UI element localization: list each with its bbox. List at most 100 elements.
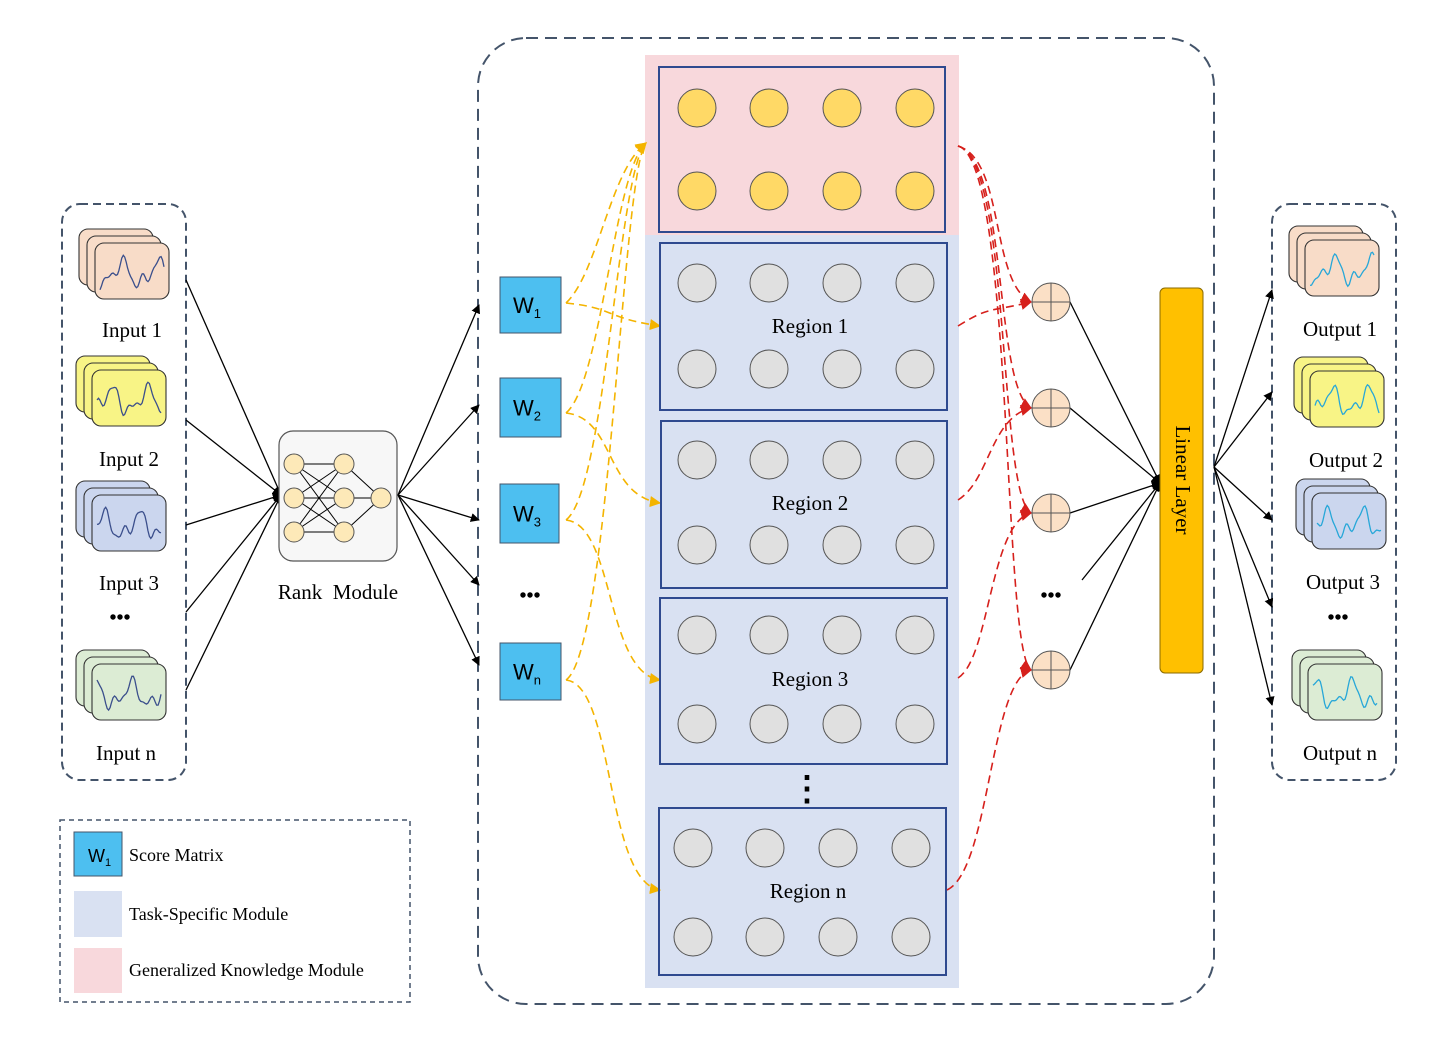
adder-to-linear-arrow xyxy=(1069,407,1161,484)
region-1-label: Region 1 xyxy=(772,314,848,338)
weight-to-knowledge-flow xyxy=(565,142,647,681)
input-n-stack xyxy=(75,649,167,721)
input-to-rank-arrow xyxy=(185,493,282,526)
region-node xyxy=(677,615,717,655)
score-matrix-label: Wn xyxy=(513,660,541,688)
score-matrix-letter: W xyxy=(513,660,534,685)
rank-net-node xyxy=(333,521,355,543)
legend-w-symbol: W1 xyxy=(88,846,111,869)
rank-net-node xyxy=(333,453,355,475)
region-node xyxy=(818,917,858,957)
input-ellipsis: ••• xyxy=(109,607,130,629)
score-matrix-subscript: 1 xyxy=(534,306,541,321)
main-model-frame xyxy=(477,37,1215,1005)
rank-net-node xyxy=(283,521,305,543)
score-matrix-w1: W1 xyxy=(499,276,562,334)
region-node xyxy=(895,440,935,480)
input-stacks xyxy=(75,228,170,721)
output-3-stack-waveform xyxy=(1316,504,1382,540)
legend-frame xyxy=(59,819,411,1003)
score-matrix-subscript: 3 xyxy=(534,515,541,530)
region-node xyxy=(822,615,862,655)
region-node xyxy=(673,917,713,957)
score-matrix-wn: Wn xyxy=(499,642,562,701)
region-block xyxy=(659,242,948,411)
region-to-adder-flow xyxy=(957,404,1033,501)
region-node xyxy=(677,525,717,565)
output-stacks xyxy=(1288,225,1387,721)
output-3-label: Output 3 xyxy=(1306,570,1380,594)
region-node xyxy=(895,615,935,655)
knowledge-to-adder-flow xyxy=(957,145,1032,671)
rank-to-weight-arrow xyxy=(397,304,480,496)
region-to-adder-flow xyxy=(957,509,1033,679)
region-node xyxy=(745,828,785,868)
region-node xyxy=(822,704,862,744)
knowledge-to-adder-flow xyxy=(957,145,1032,514)
legend-w-subscript: 1 xyxy=(105,857,111,869)
output-1-stack-waveform xyxy=(1309,251,1375,288)
output-2-stack-waveform xyxy=(1314,383,1380,415)
legend-task-specific-swatch xyxy=(74,891,122,937)
score-matrix-subscript: 2 xyxy=(534,409,541,424)
region-node xyxy=(891,917,931,957)
knowledge-to-adder-flow xyxy=(957,145,1033,303)
input-2-stack xyxy=(75,355,167,427)
weight-to-region-flow xyxy=(565,519,662,685)
adder-node xyxy=(1031,388,1071,428)
region-node xyxy=(677,440,717,480)
legend-score-matrix-label: Score Matrix xyxy=(129,845,223,865)
output-n-label: Output n xyxy=(1303,741,1378,765)
task-specific-module xyxy=(645,235,959,988)
knowledge-node xyxy=(822,88,862,128)
region-node xyxy=(895,704,935,744)
linear-to-output-arrow xyxy=(1213,289,1274,468)
regions xyxy=(658,66,948,976)
output-3-stack-sheet xyxy=(1311,492,1387,550)
input-1-stack-waveform xyxy=(99,254,165,291)
region-node xyxy=(895,349,935,389)
input-to-rank-arrow xyxy=(185,494,282,691)
input-2-label: Input 2 xyxy=(99,447,159,471)
adder-node xyxy=(1031,282,1071,322)
adder-to-linear-arrow xyxy=(1081,482,1161,581)
region-node xyxy=(822,440,862,480)
legend-generalized-knowledge-swatch xyxy=(74,948,122,993)
region-node xyxy=(891,828,931,868)
score-matrix-subscript: n xyxy=(534,673,541,688)
input-3-label: Input 3 xyxy=(99,571,159,595)
score-matrix-box xyxy=(499,276,562,334)
rank-net-node xyxy=(370,487,392,509)
region-node xyxy=(677,349,717,389)
output-3-stack xyxy=(1295,478,1387,550)
input-3-stack-waveform xyxy=(96,506,162,540)
weight-to-knowledge-flow xyxy=(565,142,647,304)
adder-node xyxy=(1031,493,1071,533)
region-to-adder-flow xyxy=(946,666,1033,891)
region-node xyxy=(749,704,789,744)
knowledge-node xyxy=(677,171,717,211)
adder-node xyxy=(1031,650,1071,690)
score-matrix-box xyxy=(499,377,562,438)
region-node xyxy=(745,917,785,957)
output-1-stack xyxy=(1288,225,1380,297)
region-node xyxy=(895,263,935,303)
input-1-label: Input 1 xyxy=(102,318,162,342)
region-node xyxy=(822,525,862,565)
region-node xyxy=(749,263,789,303)
linear-to-output-arrow xyxy=(1213,466,1275,706)
region-block xyxy=(660,420,948,589)
region-node xyxy=(895,525,935,565)
rank-net-node xyxy=(283,453,305,475)
weight-to-region-flow xyxy=(565,412,662,508)
adder-to-linear-arrow xyxy=(1069,482,1161,671)
linear-to-output-arrow xyxy=(1213,391,1273,468)
region-3-label: Region 3 xyxy=(772,667,848,691)
region-n-label: Region n xyxy=(770,879,847,903)
knowledge-to-adder-flow xyxy=(957,145,1032,409)
knowledge-node xyxy=(749,88,789,128)
rank-net-node xyxy=(283,487,305,509)
input-to-rank-arrow xyxy=(185,279,282,496)
score-matrix-w3: W3 xyxy=(499,483,560,544)
